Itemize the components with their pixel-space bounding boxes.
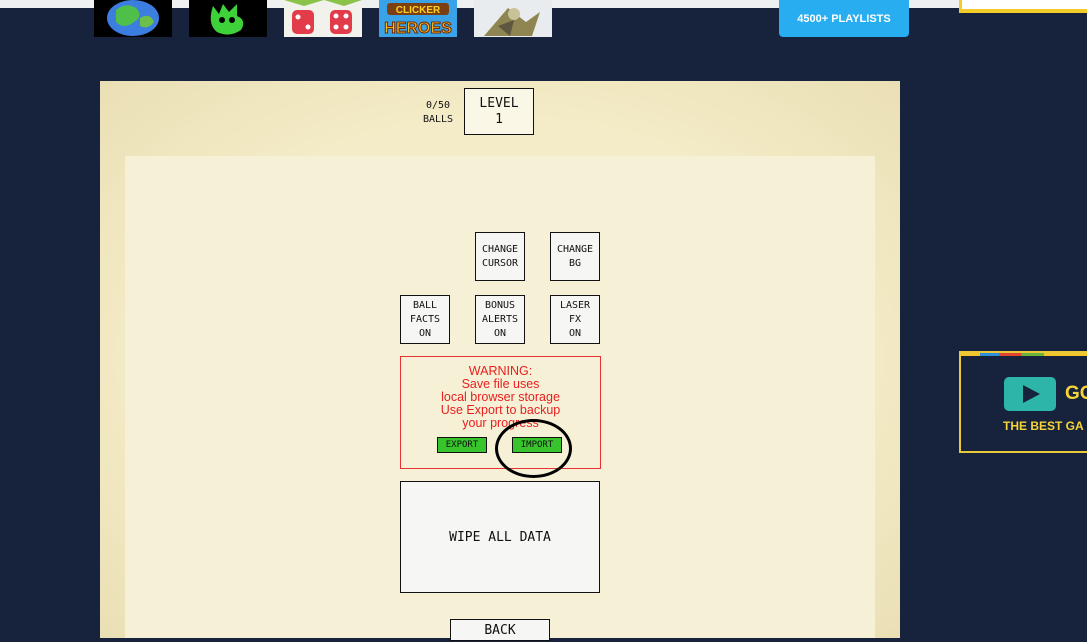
button-label: BONUS bbox=[484, 299, 516, 311]
level-display: LEVEL 1 bbox=[464, 88, 534, 135]
right-ad-top bbox=[959, 0, 1087, 13]
ball-counter: 0/50 BALLS bbox=[418, 99, 458, 127]
button-label: CURSOR bbox=[481, 257, 519, 269]
bonus-alerts-toggle[interactable]: BONUS ALERTS ON bbox=[475, 295, 525, 344]
creature-icon bbox=[210, 4, 244, 35]
game-thumbnail-creature[interactable] bbox=[189, 0, 267, 37]
laser-fx-toggle[interactable]: LASER FX ON bbox=[550, 295, 600, 344]
game-thumbnail-earth[interactable] bbox=[94, 0, 172, 37]
button-label: BG bbox=[568, 257, 582, 269]
warning-line: your progress bbox=[462, 416, 539, 430]
game-thumbnail-clicker-heroes[interactable]: CLICKER HEROES bbox=[379, 0, 457, 37]
button-label: ALERTS bbox=[481, 313, 519, 325]
svg-text:CLICKER: CLICKER bbox=[396, 5, 441, 16]
clicker-heroes-logo: CLICKER HEROES bbox=[379, 0, 457, 37]
ad-headline: GO bbox=[1065, 383, 1087, 404]
ad-color-bar bbox=[961, 353, 1087, 356]
level-label: LEVEL bbox=[479, 96, 519, 111]
ad-tagline: THE BEST GA bbox=[1003, 419, 1084, 433]
button-label: FX bbox=[568, 313, 582, 325]
warning-line: Save file uses bbox=[461, 377, 540, 391]
warning-title: WARNING: bbox=[468, 364, 533, 378]
wipe-all-data-button[interactable]: WIPE ALL DATA bbox=[400, 481, 600, 593]
button-label: CHANGE bbox=[556, 243, 594, 255]
change-bg-button[interactable]: CHANGE BG bbox=[550, 232, 600, 281]
ball-facts-toggle[interactable]: BALL FACTS ON bbox=[400, 295, 450, 344]
play-icon bbox=[1004, 377, 1056, 411]
ball-count-value: 0/50 bbox=[425, 100, 451, 111]
warning-line: local browser storage bbox=[441, 390, 560, 404]
side-advertisement[interactable]: GO THE BEST GA bbox=[959, 351, 1087, 453]
ball-count-label: BALLS bbox=[422, 114, 454, 125]
dice-icon bbox=[284, 0, 362, 34]
game-thumbnail-dice[interactable] bbox=[284, 0, 362, 37]
import-highlight-circle bbox=[495, 419, 572, 478]
bird-icon bbox=[484, 8, 540, 36]
button-label: CHANGE bbox=[481, 243, 519, 255]
button-label: ON bbox=[493, 327, 507, 339]
svg-text:HEROES: HEROES bbox=[384, 20, 452, 37]
button-label: FACTS bbox=[409, 313, 441, 325]
change-cursor-button[interactable]: CHANGE CURSOR bbox=[475, 232, 525, 281]
back-button[interactable]: BACK bbox=[450, 619, 550, 641]
button-label: LASER bbox=[559, 299, 591, 311]
game-thumbnail-bird[interactable] bbox=[474, 0, 552, 37]
playlists-button[interactable]: 4500+ PLAYLISTS bbox=[779, 0, 909, 37]
button-label: ON bbox=[418, 327, 432, 339]
export-button[interactable]: EXPORT bbox=[437, 437, 487, 453]
button-label: ON bbox=[568, 327, 582, 339]
button-label: BALL bbox=[412, 299, 438, 311]
warning-line: Use Export to backup bbox=[440, 403, 561, 417]
level-value: 1 bbox=[495, 112, 503, 127]
game-canvas: 0/50 BALLS LEVEL 1 CHANGE CURSOR CHANGE … bbox=[100, 81, 900, 641]
earth-icon bbox=[107, 0, 159, 36]
